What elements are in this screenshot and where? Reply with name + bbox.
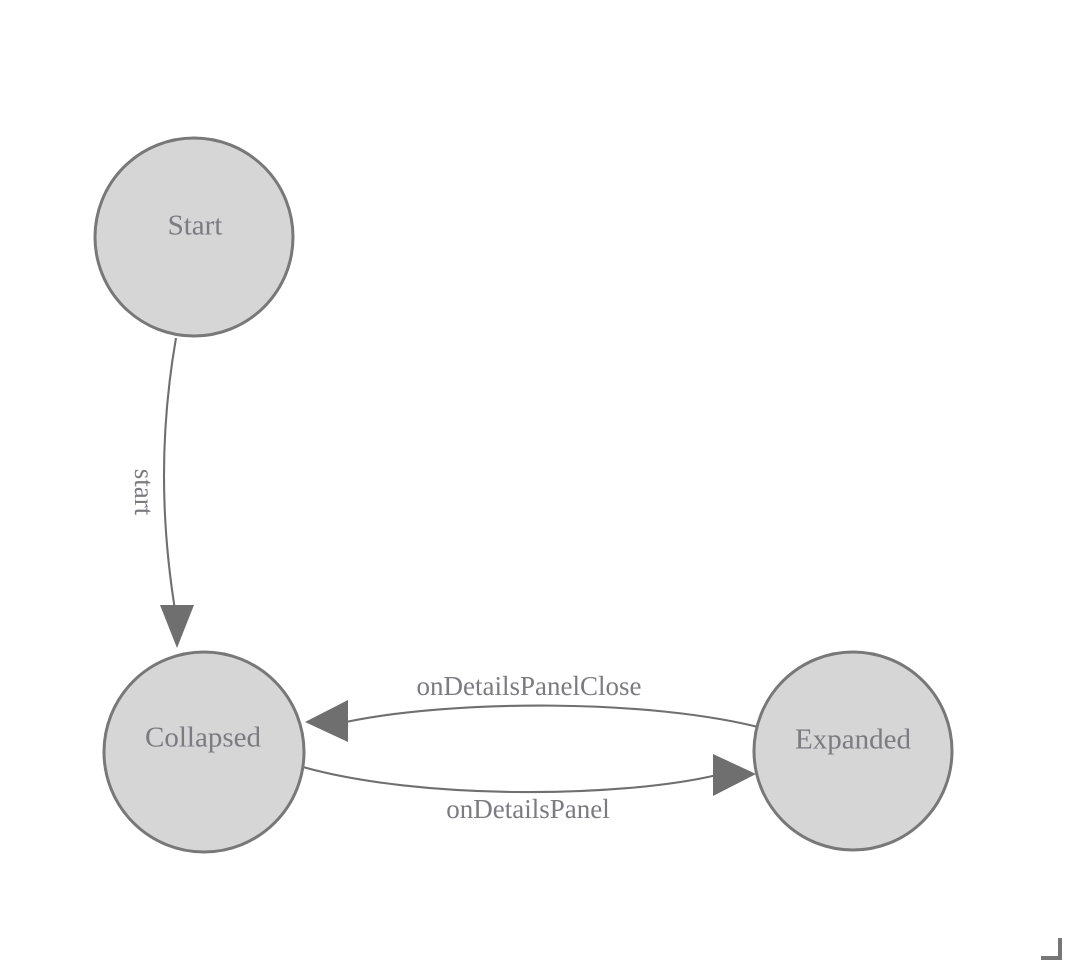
edge-label-on-details-panel-close: onDetailsPanelClose [417, 671, 642, 701]
node-start-label: Start [168, 210, 223, 242]
node-collapsed-label: Collapsed [145, 722, 261, 754]
node-collapsed-circle [102, 650, 306, 854]
edge-path-start-to-collapsed [162, 337, 178, 617]
arrowhead-into-collapsed-right [305, 700, 348, 742]
edge-collapsed-to-expanded[interactable]: onDetailsPanel [302, 754, 756, 824]
node-expanded[interactable]: Expanded [752, 650, 954, 852]
edge-label-on-details-panel: onDetailsPanel [446, 794, 609, 824]
edge-expanded-to-collapsed[interactable]: onDetailsPanelClose [305, 671, 767, 742]
resize-handle-corner-icon[interactable] [1041, 938, 1062, 960]
node-collapsed[interactable]: Collapsed [102, 650, 306, 854]
arrowhead-into-expanded-left [713, 754, 756, 796]
edge-start-to-collapsed[interactable]: start [129, 337, 194, 648]
edge-path-expanded-to-collapsed [345, 704, 767, 731]
node-start[interactable]: Start [93, 136, 295, 338]
edge-path-collapsed-to-expanded [302, 765, 718, 794]
node-start-circle [93, 136, 295, 338]
edge-label-start: start [129, 469, 159, 516]
node-expanded-label: Expanded [795, 724, 911, 756]
arrowhead-into-collapsed-top [160, 605, 194, 648]
node-expanded-circle [752, 650, 954, 852]
